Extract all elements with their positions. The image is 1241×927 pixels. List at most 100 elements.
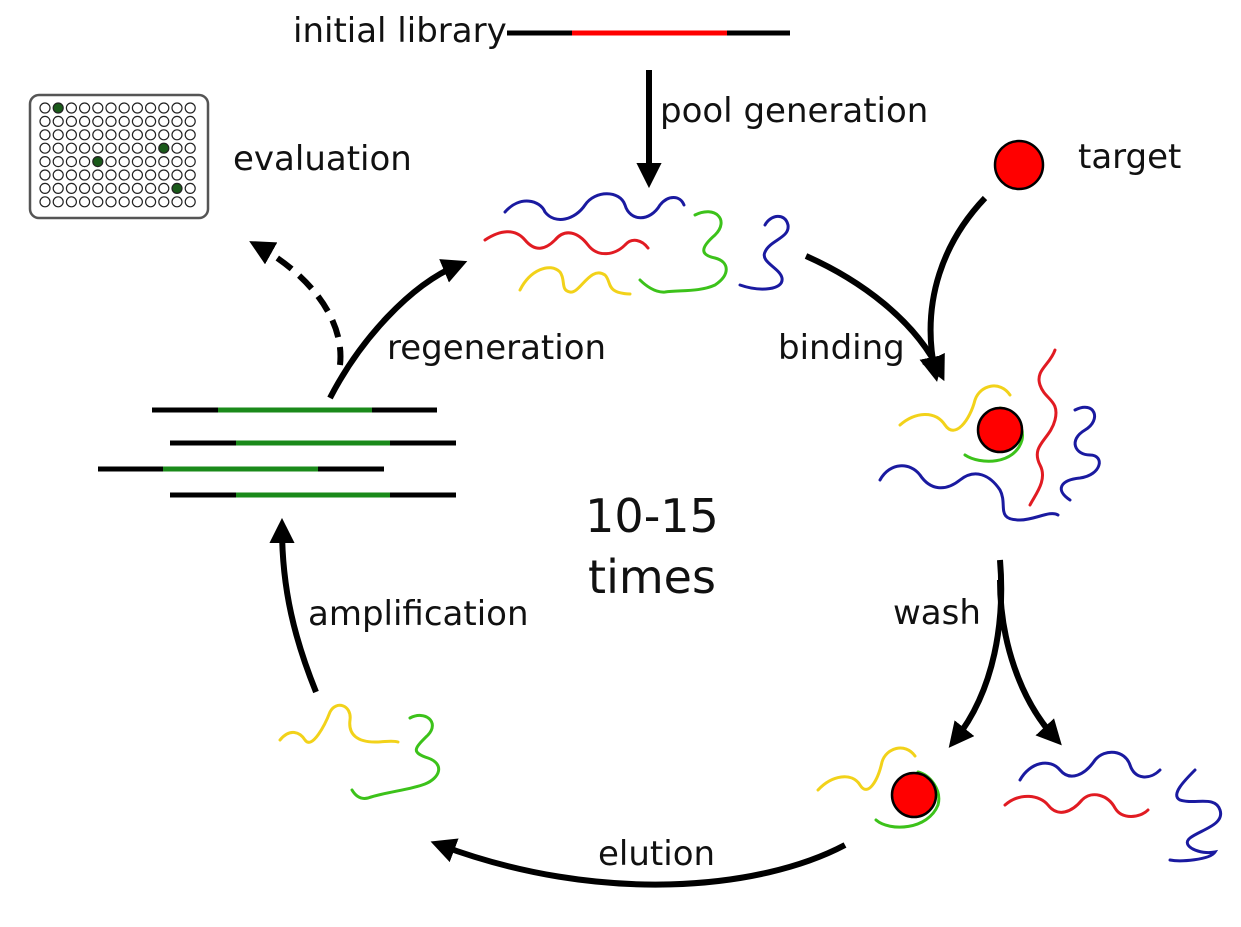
plate-well [131,169,143,181]
plate-well [52,115,64,128]
plate-well [105,102,117,114]
target-icon [993,139,1045,191]
plate-well [131,156,143,168]
plate-well [131,129,143,141]
plate-well [118,102,130,114]
plate-well [145,102,157,114]
plate-well [92,142,104,154]
plate-well [52,182,64,194]
plate-well [184,196,196,208]
plate-well [65,102,78,114]
elution-label: elution [598,834,715,874]
plate-well [39,115,51,128]
plate-well [118,129,130,141]
eluted-strands [278,703,440,800]
plate-well [118,142,130,154]
plate-well [39,182,51,194]
plate-well [145,182,157,194]
plate-well [171,102,183,114]
target-to-binding-arrow [919,195,988,382]
plate-well [158,182,170,194]
plate-well [118,115,130,128]
plate-well [65,129,78,141]
plate-well [158,102,170,114]
plate-well [52,169,64,181]
plate-well [171,115,183,128]
plate-well [131,142,143,154]
plate-well [39,169,51,181]
plate-well [92,102,104,114]
amplified-dna-strands [98,407,456,498]
plate-well [39,129,51,141]
plate-well-hit [92,156,104,168]
plate-well [158,115,170,128]
plate-well [52,142,64,154]
plate-well [65,156,78,168]
plate-well [105,129,117,141]
plate-well [78,102,91,114]
plate-well [184,129,196,141]
regeneration-label: regeneration [387,328,606,368]
plate-well [78,156,91,168]
plate-well [65,196,78,208]
cycle-count-line1: 10-15 [585,489,719,543]
random-pool-strands [483,192,790,296]
plate-well [171,142,183,154]
plate-well [78,115,91,128]
plate-well [118,169,130,181]
plate-well [78,169,91,181]
plate-well [171,129,183,141]
plate-well [39,142,51,154]
washed-bound-complex [816,746,941,829]
plate-well [184,182,196,194]
amplification-label: amplification [308,594,529,634]
plate-well [105,196,117,208]
washed-unbound-strands [1003,750,1223,863]
plate-well [184,102,196,114]
wash-unbound-arrow [997,579,1062,746]
plate-well [105,115,117,128]
plate-well [92,182,104,194]
binding-label: binding [778,328,905,368]
wash-bound-arrow [948,559,1005,748]
plate-well [145,156,157,168]
plate-well [92,115,104,128]
evaluation-plate-icon [28,93,210,220]
evaluation-label: evaluation [233,139,412,179]
target-label: target [1078,137,1181,177]
initial-library-label: initial library [293,11,507,51]
plate-well [145,129,157,141]
plate-well [158,169,170,181]
plate-well [92,169,104,181]
plate-well [105,169,117,181]
plate-well [184,142,196,154]
plate-well-hit [158,142,170,154]
plate-well-hit [171,182,183,194]
plate-well [131,182,143,194]
plate-well [158,196,170,208]
elution-arrow [430,838,847,888]
plate-well [171,156,183,168]
plate-well [39,102,51,114]
plate-well [78,142,91,154]
cycle-count-line2: times [588,550,716,604]
plate-well [118,156,130,168]
plate-well [145,115,157,128]
plate-well [145,169,157,181]
plate-well [158,129,170,141]
plate-well [39,156,51,168]
plate-well [52,129,64,141]
plate-well [65,182,78,194]
plate-well [131,196,143,208]
plate-well [145,142,157,154]
plate-well [39,196,51,208]
amplification-arrow [269,517,319,694]
plate-well [65,169,78,181]
plate-well [105,142,117,154]
plate-well [145,196,157,208]
plate-well [171,169,183,181]
plate-well [65,115,78,128]
plate-well [78,129,91,141]
plate-well [131,102,143,114]
